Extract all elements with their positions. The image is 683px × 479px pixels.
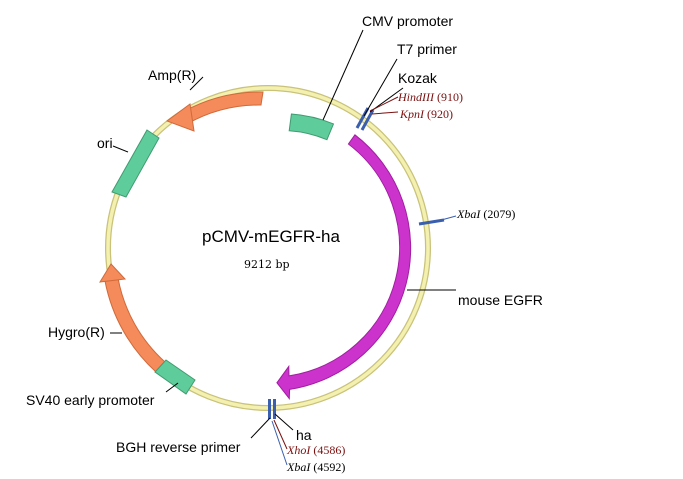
hindiii-enzyme: HindIII	[397, 90, 435, 104]
hindiii-position: (910)	[437, 90, 463, 104]
bgh-leader	[250, 417, 271, 439]
amp-resistance-label: Amp(R)	[148, 67, 196, 83]
kozak-label: Kozak	[398, 70, 438, 86]
hindiii-site-label: HindIII (910)	[397, 90, 463, 104]
amp-leader	[189, 76, 204, 91]
ori-label: ori	[97, 135, 113, 151]
mouse-egfr-arrow	[276, 134, 412, 400]
xbai-2079-leader	[433, 215, 457, 223]
mouse-egfr-label: mouse EGFR	[458, 292, 543, 308]
hindiii-leader	[369, 96, 399, 112]
xbai-2079-site-label: XbaI (2079)	[456, 207, 515, 221]
ha-label: ha	[296, 427, 312, 443]
xbai-4592-site-label: XbaI (4592)	[286, 460, 345, 474]
sv40-leader	[165, 382, 179, 393]
xbai-2079-position: (2079)	[483, 207, 515, 221]
hygro-resistance-label: Hygro(R)	[48, 324, 105, 340]
t7-primer-label: T7 primer	[397, 41, 457, 57]
xhoi-position: (4586)	[313, 443, 345, 457]
ori-leader	[112, 145, 129, 153]
plasmid-size: 9212 bp	[244, 258, 290, 271]
cmv-promoter-segment	[288, 113, 335, 141]
xbai-4592-position: (4592)	[313, 460, 345, 474]
xhoi-enzyme: XhoI	[286, 443, 311, 457]
bgh-reverse-primer-label: BGH reverse primer	[116, 439, 241, 455]
sv40-promoter-segment	[154, 359, 196, 395]
cmv-promoter-label: CMV promoter	[362, 13, 453, 29]
ori-segment	[111, 129, 160, 198]
xhoi-leader	[273, 419, 288, 450]
t7-primer-leader	[363, 58, 398, 117]
ha-mark	[268, 399, 271, 419]
kpni-position: (920)	[427, 107, 453, 121]
kpni-leader	[371, 111, 399, 115]
cmv-promoter-leader	[322, 29, 364, 121]
xbai-4592-enzyme: XbaI	[286, 460, 311, 474]
bgh-reverse-primer-mark	[273, 399, 276, 419]
ha-leader	[274, 413, 294, 431]
kpni-site-label: KpnI (920)	[399, 107, 453, 121]
xbai-4592-leader	[271, 420, 288, 466]
xbai-2079-enzyme: XbaI	[456, 207, 481, 221]
amp-resistance-arrowhead	[165, 103, 195, 132]
amp-resistance-arrow	[182, 91, 264, 125]
xhoi-site-label: XhoI (4586)	[286, 443, 345, 457]
hygro-resistance-arrowhead	[99, 263, 127, 283]
sv40-promoter-label: SV40 early promoter	[26, 392, 155, 408]
kpni-enzyme: KpnI	[399, 107, 425, 121]
plasmid-name: pCMV-mEGFR-ha	[202, 227, 340, 246]
hygro-resistance-arrow	[104, 277, 166, 373]
kozak-mark	[360, 109, 375, 131]
